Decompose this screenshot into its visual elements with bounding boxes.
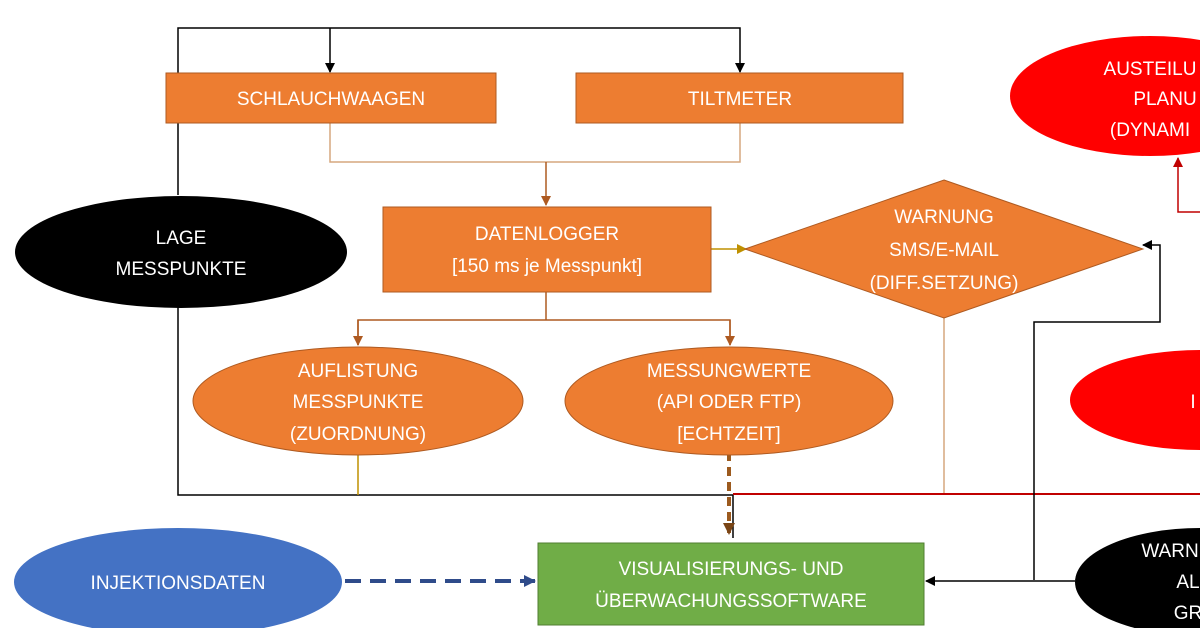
connector-red-up <box>1173 157 1200 213</box>
node-label: AUSTEILU <box>1104 59 1197 80</box>
node-label: WARNUNG <box>894 207 994 228</box>
connector-split <box>357 319 731 345</box>
node-tiltmeter: TILTMETER <box>575 72 904 124</box>
node-datenlogger: DATENLOGGER [150 ms je Messpunkt] <box>382 206 712 293</box>
node-label: TILTMETER <box>688 89 792 110</box>
node-label: MESSPUNKTE <box>116 259 247 280</box>
node-visualisierung: VISUALISIERUNGS- UND ÜBERWACHUNGSSOFTWAR… <box>537 542 925 626</box>
node-warn-alarm: WARN AL GR <box>1075 528 1200 628</box>
node-label: AUFLISTUNG <box>298 361 418 382</box>
node-label: (DIFF.SETZUNG) <box>870 273 1019 294</box>
node-label: DATENLOGGER <box>475 224 619 245</box>
node-label: [ECHTZEIT] <box>677 424 780 445</box>
node-label: (ZUORDNUNG) <box>290 424 426 445</box>
node-label: PLANU <box>1133 89 1196 110</box>
node-label: INJEKTIONSDATEN <box>91 573 266 594</box>
node-label: ÜBERWACHUNGSSOFTWARE <box>595 591 867 612</box>
node-label: VISUALISIERUNGS- UND <box>619 559 844 580</box>
node-label: GR <box>1174 603 1200 624</box>
node-schlauchwaagen: SCHLAUCHWAAGEN <box>165 72 497 124</box>
connectors <box>177 27 1200 587</box>
node-label: MESSUNGWERTE <box>647 361 811 382</box>
connector-right-to-warnung <box>1033 240 1161 580</box>
connector-lage-to-software <box>177 300 734 538</box>
node-auflistung: AUFLISTUNG MESSPUNKTE (ZUORDNUNG) <box>192 346 524 456</box>
node-lage-messpunkte: LAGE MESSPUNKTE <box>15 196 347 308</box>
node-injektionsdaten: INJEKTIONSDATEN <box>14 528 342 628</box>
node-label: AL <box>1176 572 1199 593</box>
node-label: (API ODER FTP) <box>657 392 802 413</box>
node-label: LAGE <box>156 228 207 249</box>
node-label: SCHLAUCHWAAGEN <box>237 89 425 110</box>
node-label: SMS/E-MAIL <box>889 240 999 261</box>
node-label: (DYNAMI <box>1110 120 1190 141</box>
node-messungwerte: MESSUNGWERTE (API ODER FTP) [ECHTZEIT] <box>564 346 894 456</box>
node-red-partial: I <box>1070 350 1200 450</box>
node-austeilung: AUSTEILU PLANU (DYNAMI <box>1010 36 1200 156</box>
node-label: WARN <box>1141 541 1198 562</box>
node-label: MESSPUNKTE <box>293 392 424 413</box>
connector-schlauchwaagen-merge <box>329 123 741 163</box>
node-label: [150 ms je Messpunkt] <box>452 256 642 277</box>
node-warnung: WARNUNG SMS/E-MAIL (DIFF.SETZUNG) <box>743 179 1145 319</box>
node-label: I <box>1190 392 1195 413</box>
